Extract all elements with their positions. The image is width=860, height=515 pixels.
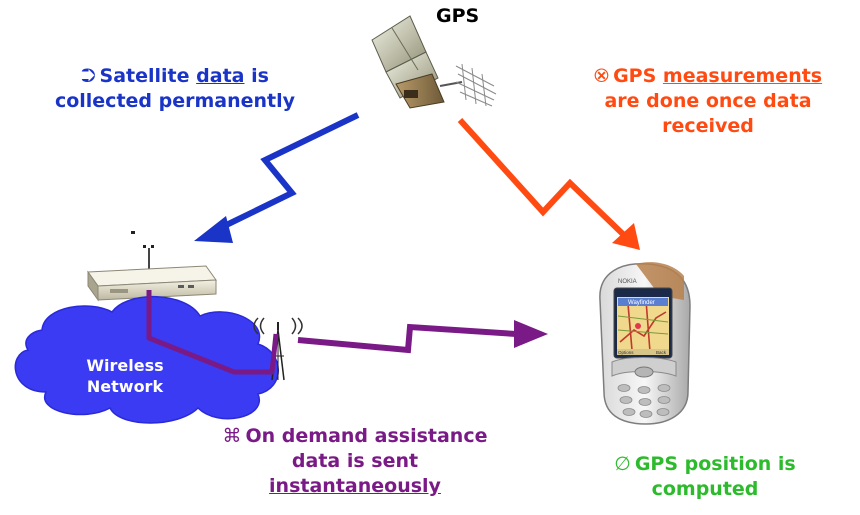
command-bullet-icon: ⌘ <box>222 425 242 447</box>
satellite-data-note: ⮊Satellite data is collected permanently <box>30 64 320 114</box>
mobile-phone-icon: NOKIA Wayfinder Options Back <box>599 262 691 425</box>
assist-note-line2: data is sent <box>291 450 419 472</box>
empty-set-bullet-icon: ∅ <box>614 453 631 475</box>
network-label-line1: Wireless <box>86 356 164 375</box>
wireless-network-label: Wireless Network <box>60 355 190 397</box>
assist-note-line1: On demand assistance <box>245 425 488 447</box>
measure-note-line2: are done once data <box>604 90 812 112</box>
phone-softkey-left: Options <box>618 350 634 355</box>
position-computed-note: ∅GPS position is computed <box>570 452 840 502</box>
position-note-line2: computed <box>651 478 759 500</box>
measure-note-underlined: measurements <box>662 65 823 87</box>
assistance-data-arrow <box>297 320 548 354</box>
assist-note-underlined: instantaneously <box>269 475 441 497</box>
network-link-line <box>146 290 279 375</box>
satellite-note-text-b: is <box>244 65 269 87</box>
satellite-note-text-a: Satellite <box>99 65 197 87</box>
measure-note-line3: received <box>662 115 754 137</box>
gps-label: GPS <box>436 5 480 27</box>
reference-station-icon <box>87 231 217 302</box>
phone-brand-text: NOKIA <box>618 279 637 285</box>
satellite-icon <box>371 15 497 109</box>
arrow-bullet-icon: ⮊ <box>81 65 96 87</box>
measure-note-text-a: GPS <box>613 65 663 87</box>
satellite-note-underlined: data <box>196 65 245 87</box>
satellite-data-arrow <box>194 112 360 243</box>
gps-measurement-note: ⮿GPS measurements are done once data rec… <box>560 64 856 139</box>
network-label-line2: Network <box>86 377 164 396</box>
gps-measurement-arrow <box>457 117 640 250</box>
position-note-line1: GPS position is <box>634 453 796 475</box>
phone-app-text: Wayfinder <box>628 300 655 306</box>
satellite-note-line2: collected permanently <box>54 90 296 112</box>
wireless-network-cloud <box>14 295 279 424</box>
phone-softkey-right: Back <box>656 350 667 355</box>
assistance-data-note: ⌘On demand assistance data is sent insta… <box>180 424 530 499</box>
square-bullet-icon: ⮿ <box>593 65 610 87</box>
